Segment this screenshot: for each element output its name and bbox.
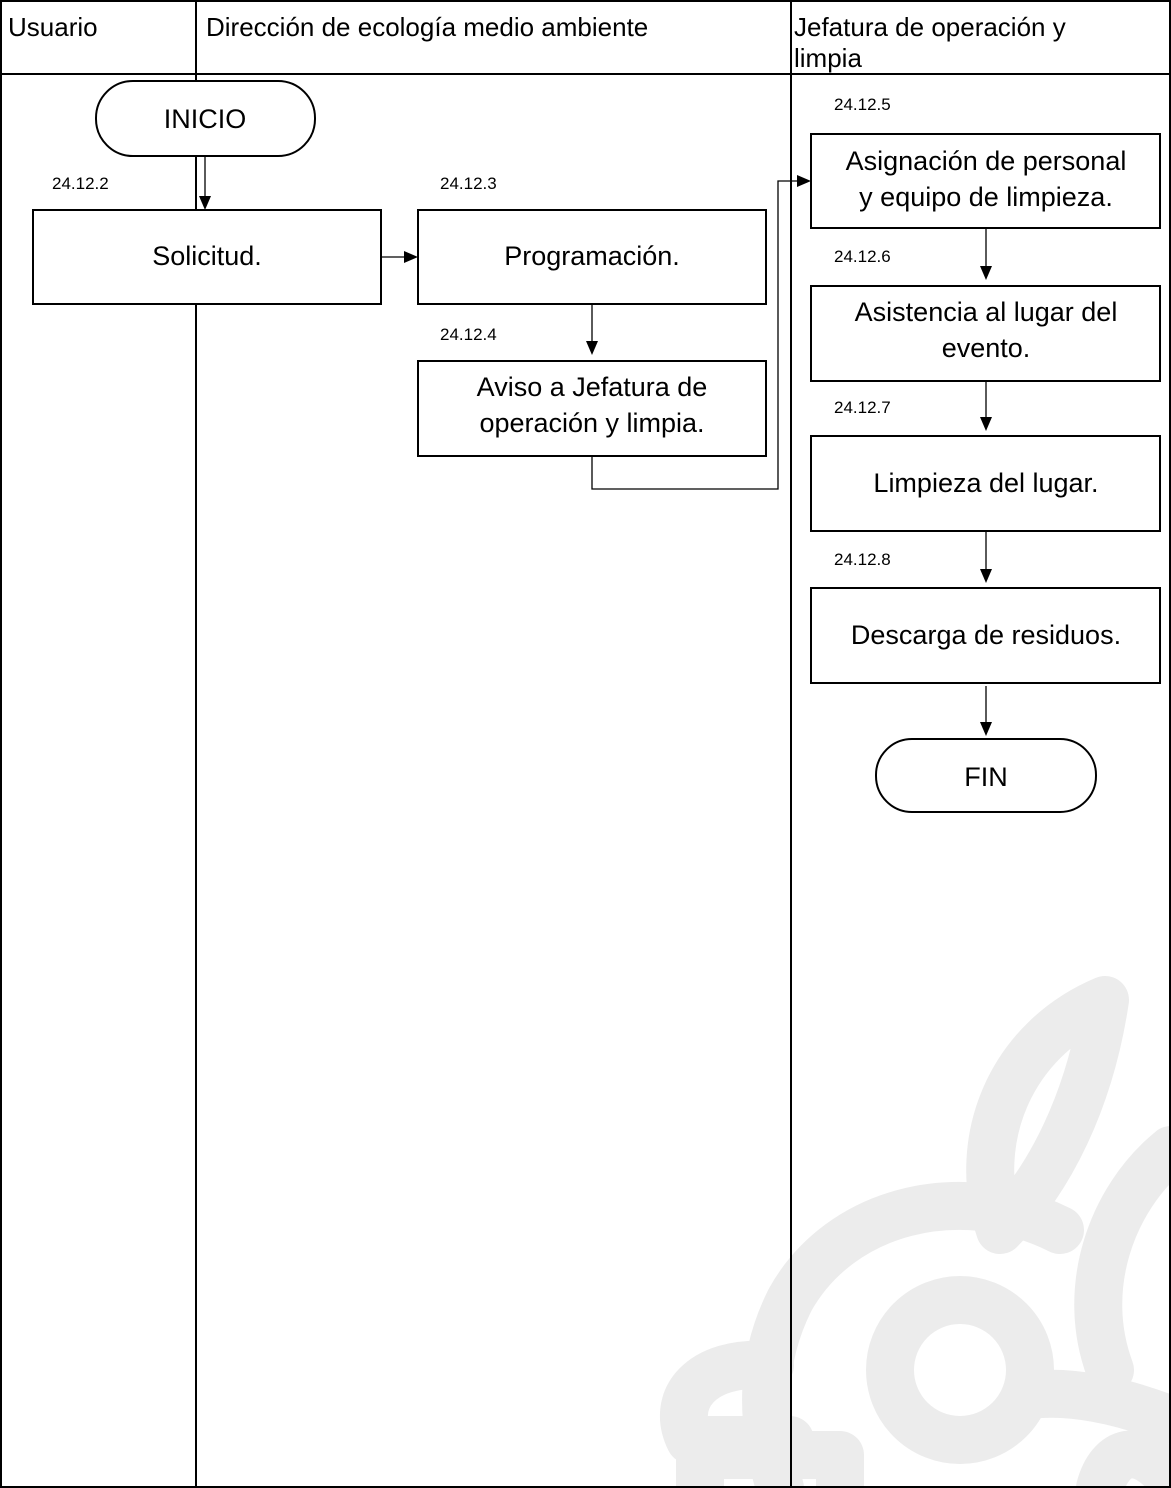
arrowhead-limpieza [980,417,992,431]
lane-header-direccion: Dirección de ecología medio ambiente [206,12,648,42]
process-box-asistencia: Asistencia al lugar del evento. [810,285,1161,382]
arrowhead-aviso [586,341,598,355]
arrowhead-descarga [980,569,992,583]
arrowhead-asignacion [797,175,811,187]
process-label-aviso-line1: Aviso a Jefatura de [477,372,708,402]
process-label-descarga: Descarga de residuos. [851,620,1121,650]
process-box-aviso: Aviso a Jefatura de operación y limpia. [417,360,767,457]
step-code-24-12-4: 24.12.4 [440,325,497,344]
step-code-24-12-7: 24.12.7 [834,398,891,417]
arrowhead-asistencia [980,266,992,280]
step-code-24-12-3: 24.12.3 [440,174,497,193]
lane-header-jefatura-line2: limpia [794,43,862,73]
process-label-asignacion-line1: Asignación de personal [846,146,1127,176]
process-label-asistencia-line2: evento. [942,333,1031,363]
process-label-limpieza: Limpieza del lugar. [873,468,1098,498]
process-label-solicitud: Solicitud. [152,241,262,271]
arrowhead-solicitud [199,196,211,210]
process-label-asignacion-line2: y equipo de limpieza. [859,182,1113,212]
process-box-asignacion: Asignación de personal y equipo de limpi… [810,133,1161,229]
step-code-24-12-2: 24.12.2 [52,174,109,193]
start-terminal-label: INICIO [164,104,247,134]
end-terminal: FIN [875,738,1097,813]
step-code-24-12-6: 24.12.6 [834,247,891,266]
process-label-aviso-line2: operación y limpia. [479,408,704,438]
process-box-limpieza: Limpieza del lugar. [810,435,1161,532]
step-code-24-12-8: 24.12.8 [834,550,891,569]
lane-header-usuario: Usuario [8,12,98,42]
process-box-solicitud: Solicitud. [32,209,382,305]
end-terminal-label: FIN [964,762,1008,792]
arrowhead-fin [980,722,992,736]
connector-aviso-to-asignacion [591,180,797,490]
process-box-descarga: Descarga de residuos. [810,587,1161,684]
process-label-programacion: Programación. [504,241,680,271]
step-code-24-12-5: 24.12.5 [834,95,891,114]
process-label-asistencia-line1: Asistencia al lugar del [855,297,1118,327]
start-terminal: INICIO [95,80,316,157]
lane-header-jefatura-line1: Jefatura de operación y [794,12,1066,42]
watermark-logo [660,976,1171,1488]
process-box-programacion: Programación. [417,209,767,305]
arrowhead-programacion [404,251,418,263]
